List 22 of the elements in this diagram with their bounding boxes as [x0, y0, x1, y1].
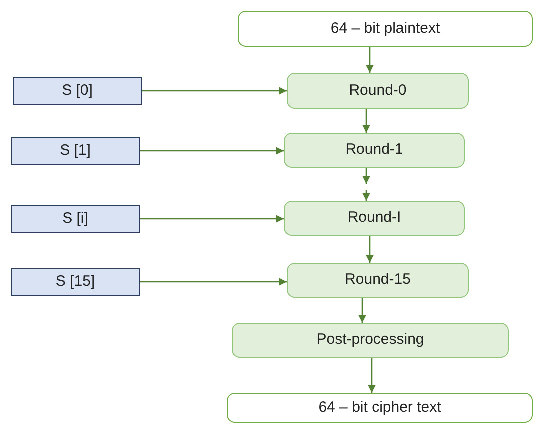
io-box: 64 – bit plaintext	[238, 11, 533, 47]
subkey-box: S [1]	[11, 137, 140, 165]
arrow	[140, 147, 284, 155]
arrow	[362, 190, 370, 201]
io-box: 64 – bit cipher text	[227, 393, 533, 423]
subkey-box: S [0]	[13, 77, 142, 105]
process-box: Round-15	[287, 263, 469, 298]
arrow	[366, 47, 374, 73]
arrow	[368, 358, 376, 393]
arrow	[140, 215, 284, 223]
subkey-box: S [i]	[11, 205, 140, 233]
subkey-box: S [15]	[11, 268, 140, 296]
process-box: Round-I	[284, 201, 465, 236]
process-box: Round-0	[287, 73, 469, 109]
arrow	[362, 168, 370, 184]
arrow	[366, 236, 374, 263]
arrow	[358, 298, 366, 323]
arrow	[362, 109, 370, 133]
process-box: Round-1	[284, 133, 465, 168]
process-box: Post-processing	[232, 323, 509, 358]
arrow	[140, 278, 287, 286]
arrow	[142, 87, 287, 95]
